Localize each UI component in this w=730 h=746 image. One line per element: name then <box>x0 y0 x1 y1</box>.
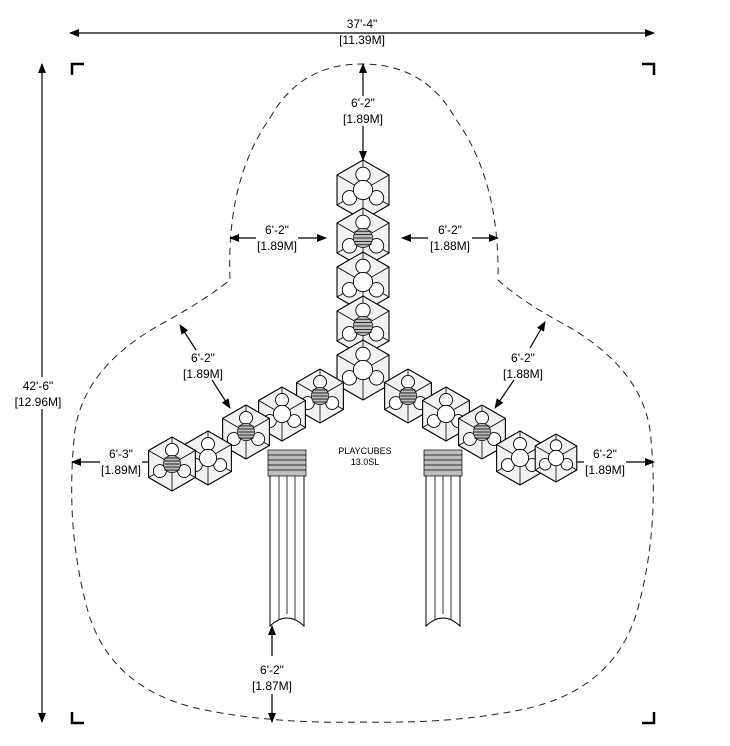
left-arm-cube-3 <box>222 404 270 460</box>
overall-height-dimension: 42'-6" [12.96M] <box>8 63 70 723</box>
overall-width-metric: [11.39M] <box>339 33 385 47</box>
tower-left-dimension: 6'-2" [1.89M] <box>229 223 327 253</box>
tower-cube-5 <box>336 339 390 401</box>
tower-cube-3 <box>336 251 390 313</box>
corner-mark-bottom-left <box>70 712 84 725</box>
corner-mark-top-right <box>642 62 656 75</box>
overall-height-metric: [12.96M] <box>15 395 62 409</box>
slide-right <box>425 471 461 628</box>
overall-height-imperial: 42'-6" <box>23 379 54 393</box>
corner-mark-bottom-right <box>642 712 656 725</box>
slide-left <box>269 471 305 628</box>
playcube-structure <box>148 159 578 492</box>
side-right-metric: [1.89M] <box>585 463 625 477</box>
diag-left-dimension: 6'-2" [1.89M] <box>179 324 231 409</box>
corner-mark-top-left <box>70 62 84 75</box>
product-name: PLAYCUBES <box>338 446 391 456</box>
use-zone-boundary <box>71 63 654 723</box>
left-arm-cube-4 <box>184 430 232 486</box>
tower-cube-4 <box>336 295 390 357</box>
product-model: 13.0SL <box>351 457 380 467</box>
tower-cube-2 <box>336 207 390 269</box>
slide-deck-right <box>423 449 463 477</box>
left-arm-cube-5 <box>148 436 196 492</box>
bottom-clearance-metric: [1.87M] <box>252 679 292 693</box>
top-clearance-metric: [1.89M] <box>343 112 383 126</box>
side-left-imperial: 6'-3" <box>109 447 133 461</box>
tower-cube-1 <box>336 159 390 221</box>
tower-right-imperial: 6'-2" <box>438 223 462 237</box>
bottom-clearance-dimension: 6'-2" [1.87M] <box>252 625 292 723</box>
diag-left-imperial: 6'-2" <box>191 351 215 365</box>
tower-left-metric: [1.89M] <box>257 239 297 253</box>
right-arm-cube-5 <box>534 433 578 483</box>
tower-left-imperial: 6'-2" <box>265 223 289 237</box>
overall-width-imperial: 37'-4" <box>347 17 378 31</box>
diag-left-metric: [1.89M] <box>183 367 223 381</box>
diag-right-metric: [1.88M] <box>503 367 543 381</box>
corner-marks <box>70 62 656 725</box>
tower-right-metric: [1.88M] <box>430 239 470 253</box>
diag-right-imperial: 6'-2" <box>511 351 535 365</box>
overall-width-dimension: 37'-4" [11.39M] <box>69 17 655 47</box>
bottom-clearance-imperial: 6'-2" <box>260 663 284 677</box>
top-clearance-imperial: 6'-2" <box>351 96 375 110</box>
top-clearance-dimension: 6'-2" [1.89M] <box>343 63 383 161</box>
right-arm-cube-2 <box>422 386 470 442</box>
left-arm-cube-1 <box>296 368 344 424</box>
slide-deck-left <box>267 449 307 477</box>
side-right-imperial: 6'-2" <box>593 447 617 461</box>
side-left-metric: [1.89M] <box>101 463 141 477</box>
tower-right-dimension: 6'-2" [1.88M] <box>401 223 499 253</box>
diag-right-dimension: 6'-2" [1.88M] <box>494 321 546 409</box>
product-label: PLAYCUBES 13.0SL <box>338 446 391 467</box>
